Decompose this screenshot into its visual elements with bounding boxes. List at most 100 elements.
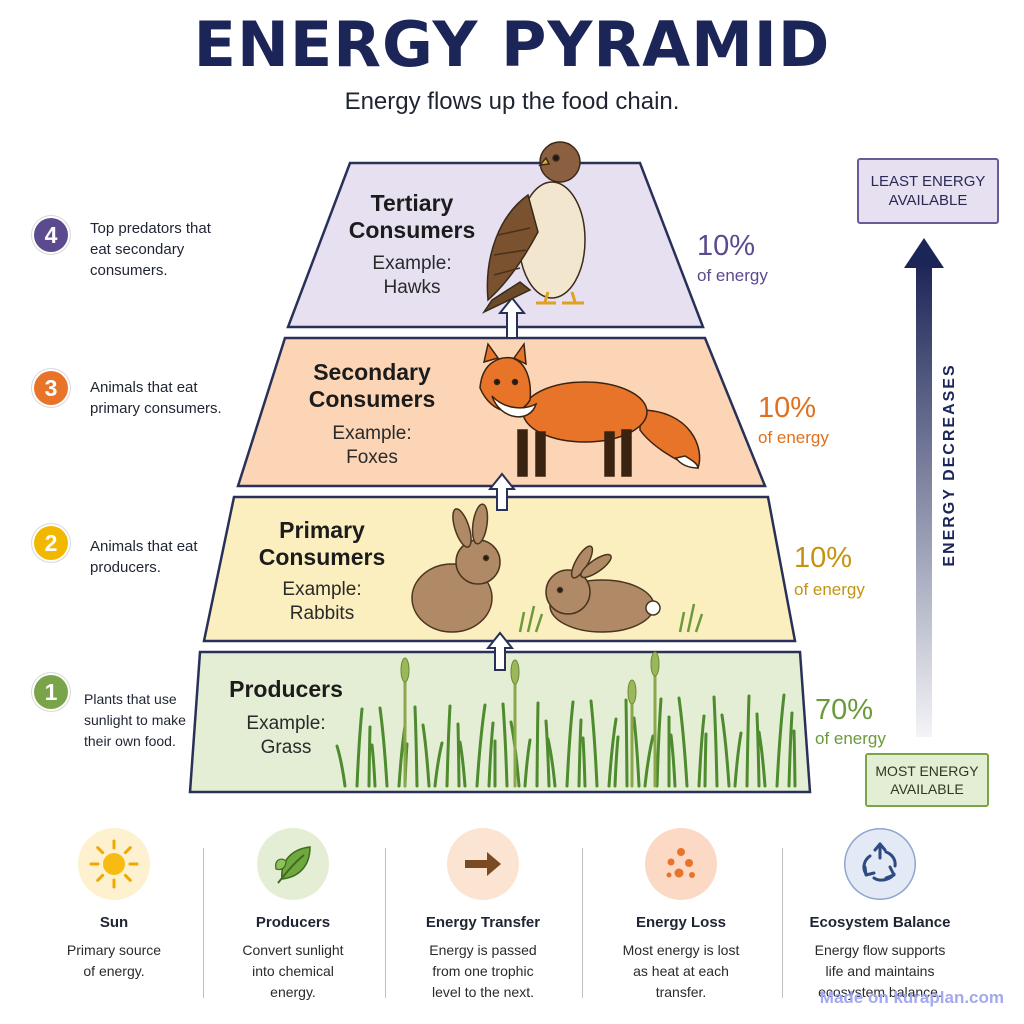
- grass-illustration: [335, 651, 797, 788]
- up-arrow-icon: [487, 472, 517, 511]
- grass-blade: [703, 732, 708, 788]
- grass-blade: [720, 713, 731, 788]
- page-subtitle: Energy flows up the food chain.: [344, 88, 680, 115]
- grass-blade: [787, 711, 794, 788]
- grass-blade: [677, 696, 689, 788]
- grass-blade: [546, 737, 557, 788]
- grass-blade: [535, 701, 540, 788]
- grass-seedhead: [650, 651, 660, 677]
- energy-decreases-label: ENERGY DECREASES: [941, 363, 958, 567]
- footer-title: Energy Loss: [635, 914, 727, 931]
- grass-blade: [589, 699, 599, 788]
- grass-blade: [632, 716, 641, 788]
- divider: [203, 848, 204, 998]
- grass-blade: [475, 703, 487, 788]
- tier-number-badge: 4: [34, 218, 68, 252]
- tier-example: Example:Rabbits: [282, 579, 362, 624]
- tier-percent: 10%: [697, 230, 756, 262]
- fox-illustration: [479, 341, 701, 477]
- up-arrow-icon: [497, 296, 527, 339]
- tier-percent: 70%: [815, 694, 874, 726]
- grass-seedhead: [510, 659, 520, 685]
- grass-blade: [655, 697, 663, 788]
- grass-blade: [755, 712, 761, 788]
- grass-blade: [712, 695, 719, 788]
- grass-blade: [501, 702, 509, 788]
- tier-number-badge: 2: [34, 526, 68, 560]
- tier-number-badge: 3: [34, 371, 68, 405]
- tier-percent-label: of energy: [815, 729, 886, 748]
- tier-example: Example:Grass: [246, 713, 326, 758]
- grass-seedhead: [400, 657, 410, 683]
- divider: [782, 848, 783, 998]
- footer-title: Energy Transfer: [425, 914, 541, 931]
- grass-blade: [355, 707, 364, 788]
- rabbit-illustration: [411, 503, 661, 633]
- divider: [582, 848, 583, 998]
- grass-blade: [577, 718, 583, 788]
- leaf-icon: [257, 828, 329, 900]
- grass-seedhead: [627, 679, 637, 705]
- grass-blade: [445, 704, 452, 788]
- watermark: Made on kuraplan.com: [819, 988, 1004, 1007]
- tier-secondary-band: [236, 336, 767, 488]
- grass-blade: [487, 721, 495, 788]
- grass-tuft-icon: [518, 603, 704, 633]
- footer-title: Producers: [255, 914, 331, 931]
- tier-percent: 10%: [794, 542, 853, 574]
- grass-blade: [335, 744, 347, 788]
- grass-blade: [544, 719, 551, 788]
- tier-percent-label: of energy: [794, 580, 865, 599]
- grass-blade: [613, 735, 620, 788]
- footer-title: Ecosystem Balance: [809, 914, 951, 931]
- grass-blade: [413, 705, 419, 788]
- grass-blade: [624, 698, 629, 788]
- arrow-right-icon: [447, 828, 519, 900]
- grass-blade: [581, 736, 587, 788]
- grass-blade: [456, 722, 461, 788]
- grass-blade: [458, 740, 467, 788]
- grass-blade: [378, 706, 389, 788]
- tier-percent-label: of energy: [758, 428, 829, 447]
- grass-blade: [523, 738, 532, 788]
- hawk-illustration: [481, 141, 586, 314]
- grass-blade: [745, 694, 751, 788]
- grass-blade: [697, 714, 706, 788]
- tier-number-badge: 1: [34, 675, 68, 709]
- grass-blade: [565, 700, 575, 788]
- footer-title: Sun: [99, 914, 129, 931]
- tier-percent-label: of energy: [697, 266, 768, 285]
- grass-blade: [669, 733, 677, 788]
- divider: [385, 848, 386, 998]
- tier-percent: 10%: [758, 392, 817, 424]
- energy-axis-arrow: [904, 238, 944, 737]
- grass-blade: [607, 717, 618, 788]
- grass-blade: [643, 734, 655, 788]
- energy-pyramid: [188, 141, 944, 794]
- grass-blade: [433, 741, 444, 788]
- tier-example: Example:Foxes: [332, 423, 412, 468]
- page-title: ENERGY PYRAMID: [193, 8, 831, 81]
- grass-blade: [733, 731, 743, 788]
- grass-blade: [775, 693, 786, 788]
- grass-blade: [421, 723, 431, 788]
